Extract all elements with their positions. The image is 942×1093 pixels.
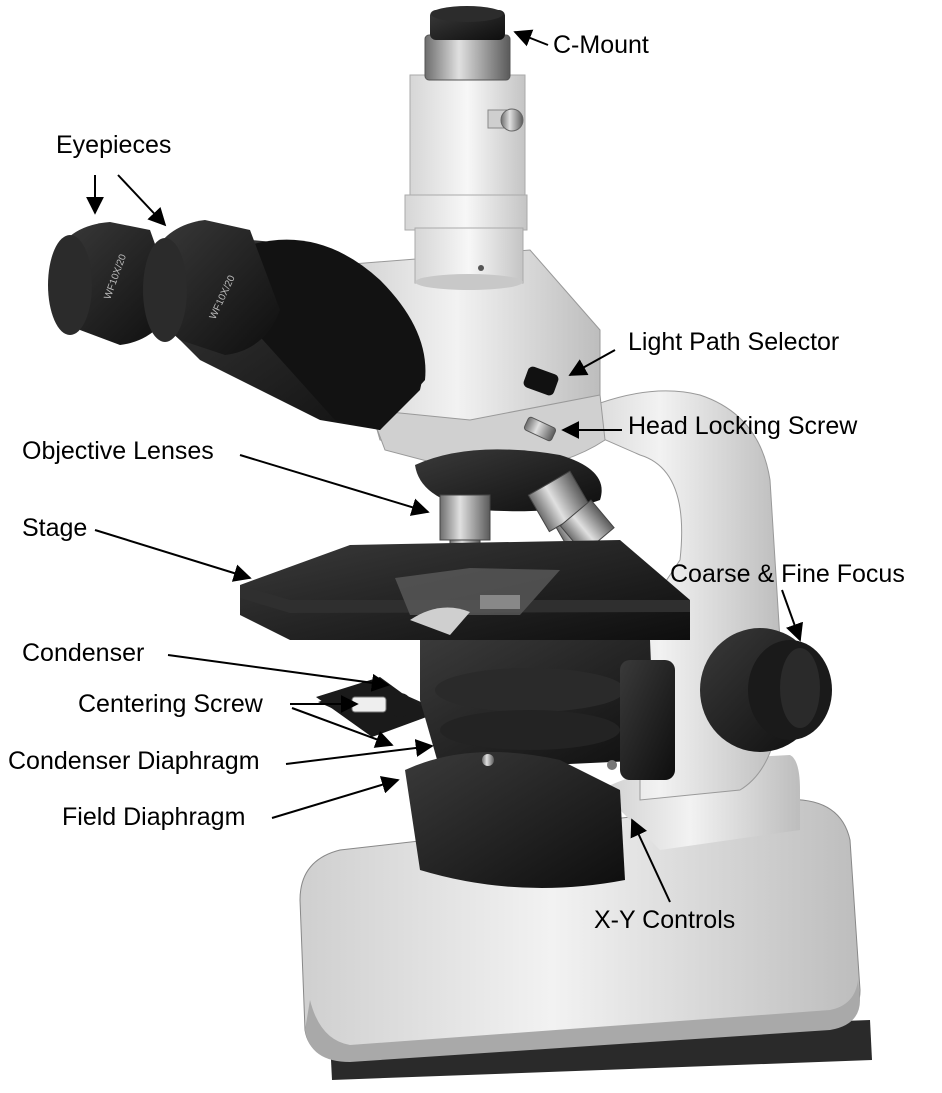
substage-mechanism — [420, 640, 655, 770]
eyepiece-right: WF10X/20 — [143, 220, 280, 355]
label-xy-controls: X-Y Controls — [594, 905, 735, 935]
label-coarse-fine-focus: Coarse & Fine Focus — [670, 559, 905, 589]
arrow-coarse-fine-focus — [782, 590, 800, 640]
photo-tube-screw — [488, 109, 523, 131]
label-objective-lenses: Objective Lenses — [22, 436, 214, 466]
coarse-fine-focus-knob — [700, 628, 832, 752]
label-eyepieces: Eyepieces — [56, 130, 171, 160]
arrow-stage — [95, 530, 250, 578]
c-mount-connector — [425, 6, 510, 80]
label-condenser-diaphragm: Condenser Diaphragm — [8, 746, 260, 776]
label-stage: Stage — [22, 513, 87, 543]
arrow-objective-lenses — [240, 455, 428, 512]
label-head-locking-screw: Head Locking Screw — [628, 411, 857, 441]
label-field-diaphragm: Field Diaphragm — [62, 802, 245, 832]
arrow-condenser — [168, 655, 388, 685]
label-light-path-selector: Light Path Selector — [628, 327, 839, 357]
label-condenser: Condenser — [22, 638, 144, 668]
arrow-condenser-diaphragm — [286, 746, 432, 764]
photo-tube — [405, 75, 527, 290]
arrow-c-mount — [515, 32, 548, 45]
label-centering-screw: Centering Screw — [78, 689, 263, 719]
field-diaphragm-ring — [405, 752, 625, 888]
xy-control-knobs — [620, 660, 675, 780]
label-c-mount: C-Mount — [553, 30, 649, 60]
arrow-field-diaphragm — [272, 780, 398, 818]
stage — [240, 540, 690, 640]
arrow-eyepiece-right — [118, 175, 165, 225]
